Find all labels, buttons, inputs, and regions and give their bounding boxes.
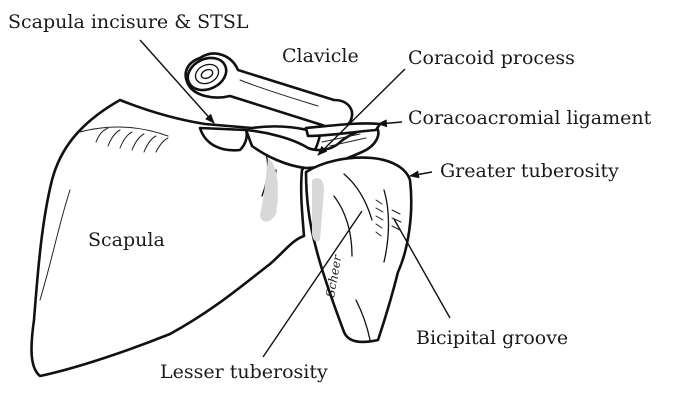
label-bicipital-groove: Bicipital groove [416, 327, 568, 349]
label-coracoid-process: Coracoid process [408, 47, 575, 69]
label-clavicle: Clavicle [282, 45, 359, 67]
leader-coracoacromial-ligament [378, 122, 402, 124]
leader-bicipital-groove [394, 219, 450, 318]
leader-greater-tuberosity [410, 172, 432, 176]
label-greater-tuberosity: Greater tuberosity [440, 160, 619, 182]
label-scapula: Scapula [88, 229, 165, 251]
humerus-head [306, 158, 411, 342]
label-scapula-incisure: Scapula incisure & STSL [8, 11, 249, 33]
label-lesser-tuberosity: Lesser tuberosity [160, 361, 328, 383]
label-coracoacromial-ligament: Coracoacromial ligament [408, 107, 652, 129]
